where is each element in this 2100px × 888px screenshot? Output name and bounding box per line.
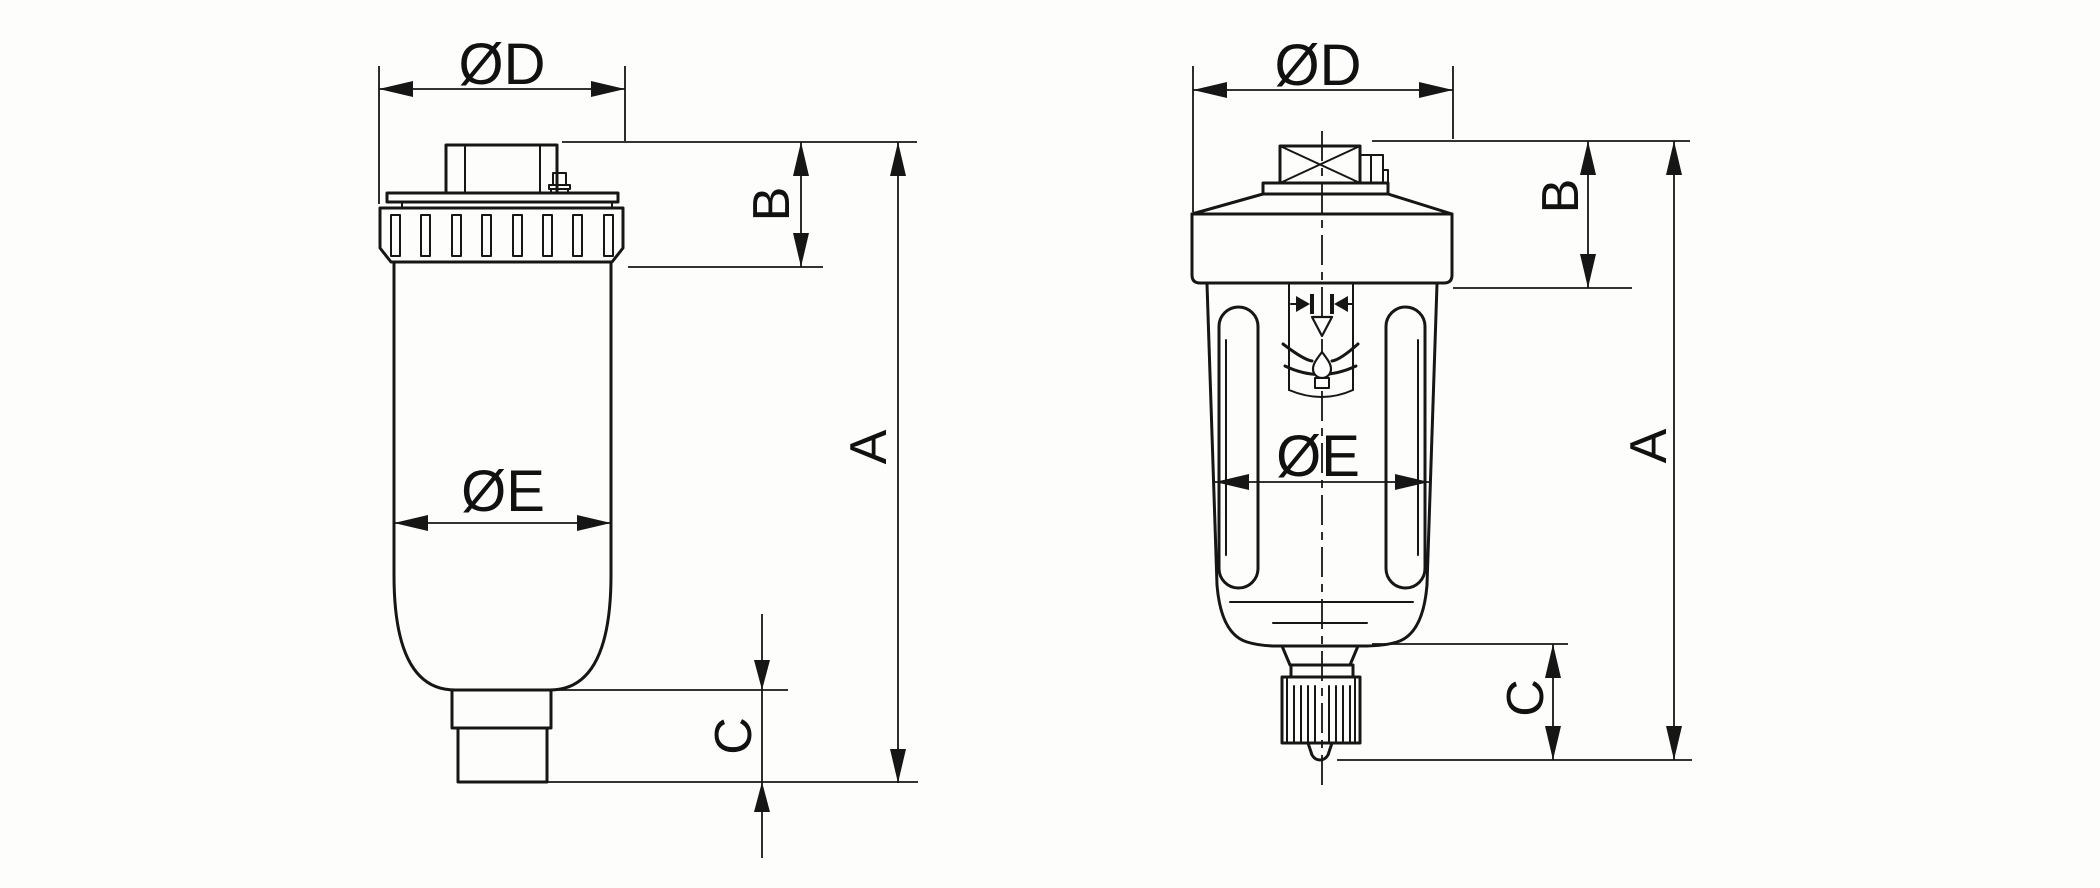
droplet-icon [1311, 350, 1333, 380]
right-view: ØD ØE B A [1190, 33, 1692, 792]
down-arrow-icon [1580, 254, 1596, 288]
up-arrow-icon [890, 142, 906, 176]
left-dim-c-label: C [705, 717, 763, 755]
right-arrow-icon [1395, 474, 1429, 490]
flow-in-icon [1290, 294, 1314, 314]
up-arrow-icon [793, 142, 809, 176]
left-arrow-icon [394, 515, 428, 531]
left-collar-ribs [390, 214, 614, 257]
right-arrow-icon [591, 81, 625, 97]
right-dim-e: ØE [1215, 424, 1429, 490]
deflector-upper-left [1281, 342, 1314, 363]
right-bonnet-band [1190, 212, 1454, 285]
left-top-plate [385, 191, 620, 204]
right-dim-a-label: A [1620, 428, 1678, 463]
left-dim-b: B [562, 141, 917, 268]
right-dim-b: B [1372, 140, 1690, 289]
left-dim-e: ØE [394, 459, 611, 531]
left-dim-d-label: ØD [459, 32, 546, 97]
left-dim-d: ØD [378, 32, 626, 204]
left-dim-e-label: ØE [461, 459, 545, 524]
flow-out-icon [1330, 294, 1354, 314]
right-arrow-icon [1419, 82, 1453, 98]
down-arrow-icon [1545, 726, 1561, 760]
right-shoulder-right [1386, 192, 1454, 216]
up-arrow-icon [1545, 644, 1561, 678]
left-spigot-upper [450, 688, 553, 730]
left-part-outline [378, 143, 625, 784]
left-dim-c: C [547, 614, 918, 858]
element-bottom-curve [1288, 389, 1354, 398]
left-dim-a-label: A [840, 429, 898, 464]
down-flow-arrow-icon [1310, 315, 1334, 338]
deflector-upper-right [1330, 342, 1360, 363]
right-guard-left [1205, 282, 1278, 648]
right-internal-mechanism [1281, 283, 1360, 398]
right-dim-a: A [1620, 141, 1682, 760]
right-guard-slots [1217, 305, 1427, 590]
left-dim-b-label: B [743, 187, 801, 222]
left-arrow-icon [379, 81, 413, 97]
left-slot [1217, 305, 1260, 590]
left-spigot-lower [456, 726, 549, 784]
right-dim-b-label: B [1532, 179, 1590, 214]
up-arrow-icon [1580, 141, 1596, 175]
left-arrow-icon [1215, 474, 1249, 490]
right-dim-d-label: ØD [1275, 33, 1362, 98]
right-bonnet-plate [1261, 181, 1390, 196]
left-ribbed-collar [378, 206, 625, 264]
right-slot [1384, 305, 1427, 590]
right-dim-c: C [1337, 643, 1692, 761]
right-guard-right [1362, 282, 1439, 648]
right-dim-e-label: ØE [1276, 424, 1360, 489]
left-relief-valve [548, 172, 571, 194]
right-top-fitting [1278, 144, 1389, 185]
down-arrow-icon [1666, 726, 1682, 760]
drain-stem [1314, 377, 1330, 389]
right-shoulder-left [1190, 192, 1265, 216]
right-dim-c-label: C [1497, 679, 1555, 717]
down-arrow-icon [890, 749, 906, 783]
right-arrow-icon [577, 515, 611, 531]
right-part-outline [1190, 144, 1454, 762]
left-dim-a: A [840, 142, 906, 783]
drain-nipple [1306, 741, 1334, 762]
up-arrow-icon [754, 782, 770, 812]
up-arrow-icon [1666, 141, 1682, 175]
knurl-ribs [1293, 685, 1351, 743]
down-arrow-icon [793, 233, 809, 267]
right-dim-d: ØD [1192, 33, 1454, 212]
left-view: ØD ØE B A [378, 32, 918, 858]
left-arrow-icon [1193, 82, 1227, 98]
down-arrow-icon [754, 660, 770, 690]
right-drain-assembly [1271, 644, 1369, 762]
